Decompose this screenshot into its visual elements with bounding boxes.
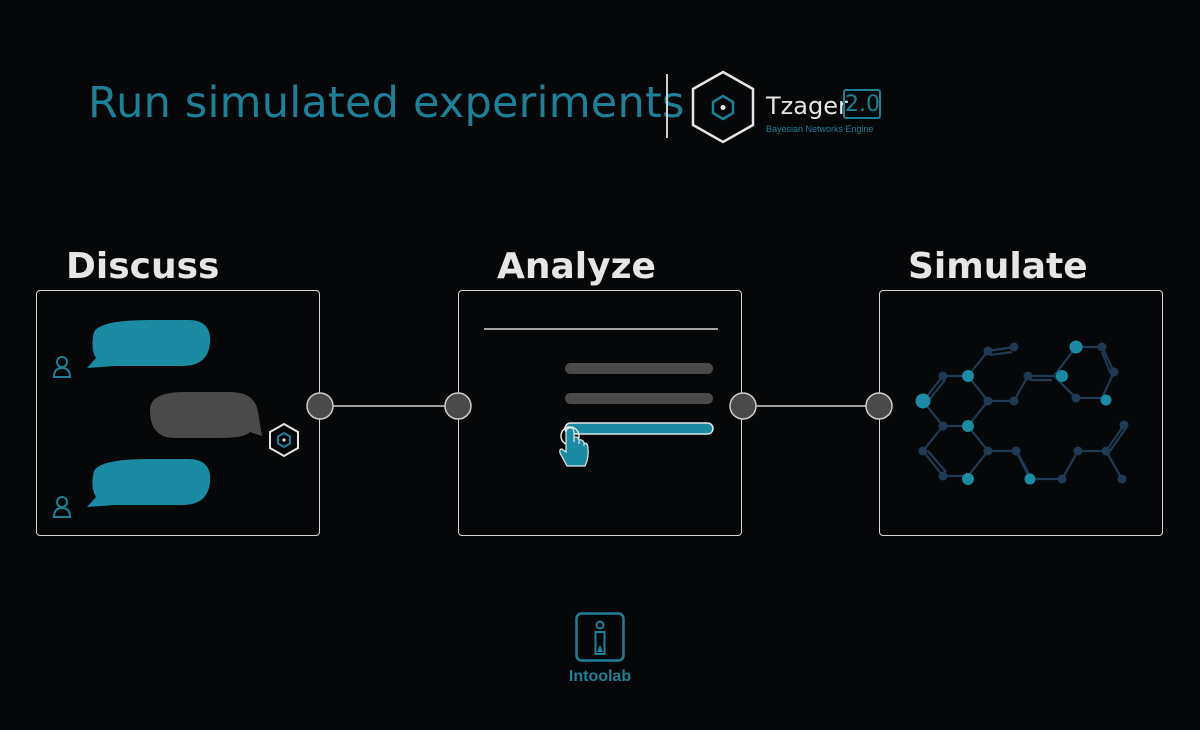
tzager-logo-icon bbox=[691, 70, 755, 144]
user-chat-bubble bbox=[87, 320, 211, 368]
intoolab-logo-icon bbox=[575, 612, 625, 662]
step-title-analyze: Analyze bbox=[497, 246, 656, 287]
option-bar bbox=[565, 363, 713, 374]
bot-chat-bubble bbox=[150, 392, 262, 438]
bot-hex-icon bbox=[269, 422, 299, 458]
page-title: Run simulated experiments bbox=[88, 78, 685, 128]
step-title-simulate: Simulate bbox=[908, 246, 1088, 287]
brand-name: Tzager bbox=[766, 92, 848, 120]
connector-discuss-analyze bbox=[306, 392, 472, 420]
brand-version-badge: 2.0 bbox=[843, 89, 881, 119]
user-avatar-icon bbox=[52, 496, 72, 518]
selected-option-bar bbox=[564, 422, 714, 435]
option-bar bbox=[565, 393, 713, 404]
footer-brand-label: Intoolab bbox=[568, 668, 632, 685]
connector-analyze-simulate bbox=[729, 392, 893, 420]
header-divider bbox=[666, 74, 668, 138]
brand-tagline: Bayesian Networks Engine bbox=[766, 124, 874, 134]
pointer-hand-icon bbox=[559, 426, 589, 467]
user-chat-bubble bbox=[87, 459, 211, 507]
step-title-discuss: Discuss bbox=[66, 246, 220, 287]
molecule-network bbox=[915, 340, 1129, 485]
user-avatar-icon bbox=[52, 356, 72, 378]
